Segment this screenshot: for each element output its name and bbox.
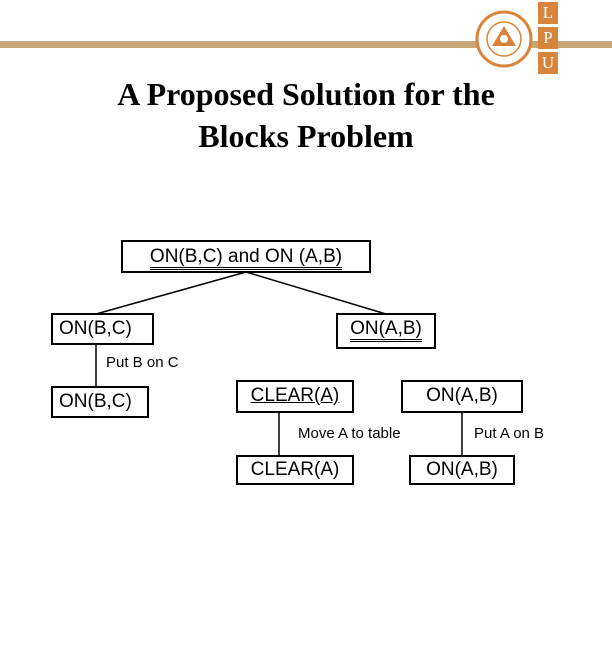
edge-label-put-a-on-b: Put A on B — [474, 425, 545, 442]
edge-root-left — [95, 271, 247, 315]
node-left-child: ON(B,C) — [51, 313, 154, 345]
title-line-2: Blocks Problem — [198, 118, 414, 154]
left-leaf-label: ON(B,C) — [59, 391, 132, 412]
node-clear-top: CLEAR(A) — [236, 380, 354, 413]
left-child-label: ON(B,C) — [59, 318, 132, 339]
logo-letter-u: U — [538, 52, 558, 74]
node-right-child: ON(A,B) — [336, 313, 436, 349]
title-line-1: A Proposed Solution for the — [117, 76, 495, 112]
logo-letter-l: L — [538, 2, 558, 24]
node-clear-bottom: CLEAR(A) — [236, 455, 354, 485]
onab-top-label: ON(A,B) — [426, 385, 498, 406]
edge-label-move-a-to-table: Move A to table — [298, 425, 401, 442]
clear-bottom-label: CLEAR(A) — [250, 459, 340, 480]
edge-label-put-b-on-c: Put B on C — [106, 354, 179, 371]
onab-bottom-label: ON(A,B) — [426, 459, 498, 480]
node-left-leaf: ON(B,C) — [51, 386, 149, 418]
clear-top-label: CLEAR(A) — [250, 385, 340, 406]
university-seal-logo — [475, 10, 533, 68]
lpu-letter-logo: L P U — [538, 2, 560, 77]
logo-letter-p: P — [538, 27, 558, 49]
node-onab-top: ON(A,B) — [401, 380, 523, 413]
right-child-label: ON(A,B) — [350, 319, 422, 342]
edge-root-right — [245, 271, 387, 315]
node-root: ON(B,C) and ON (A,B) — [121, 240, 371, 273]
root-label: ON(B,C) and ON (A,B) — [149, 247, 343, 270]
node-onab-bottom: ON(A,B) — [409, 455, 515, 485]
slide-title: A Proposed Solution for the Blocks Probl… — [0, 73, 612, 157]
header-bar — [0, 41, 612, 48]
